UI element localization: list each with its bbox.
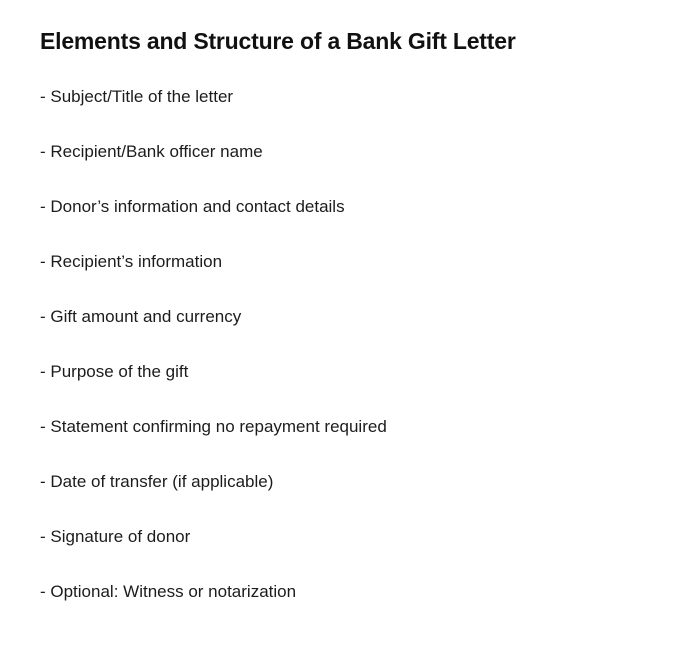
- list-item: - Purpose of the gift: [40, 362, 189, 381]
- letter-elements-list: - Subject/Title of the letter - Recipien…: [40, 86, 660, 603]
- list-item: - Subject/Title of the letter: [40, 87, 234, 106]
- list-item: - Optional: Witness or notarization: [40, 582, 297, 601]
- list-item: - Recipient/Bank officer name: [40, 142, 263, 161]
- list-item: - Recipient’s information: [40, 252, 223, 271]
- list-item: - Statement confirming no repayment requ…: [40, 417, 387, 436]
- list-item: - Gift amount and currency: [40, 307, 242, 326]
- list-item: - Date of transfer (if applicable): [40, 472, 274, 491]
- page-title: Elements and Structure of a Bank Gift Le…: [40, 28, 516, 54]
- list-item: - Donor’s information and contact detail…: [40, 197, 345, 216]
- list-item: - Signature of donor: [40, 527, 191, 546]
